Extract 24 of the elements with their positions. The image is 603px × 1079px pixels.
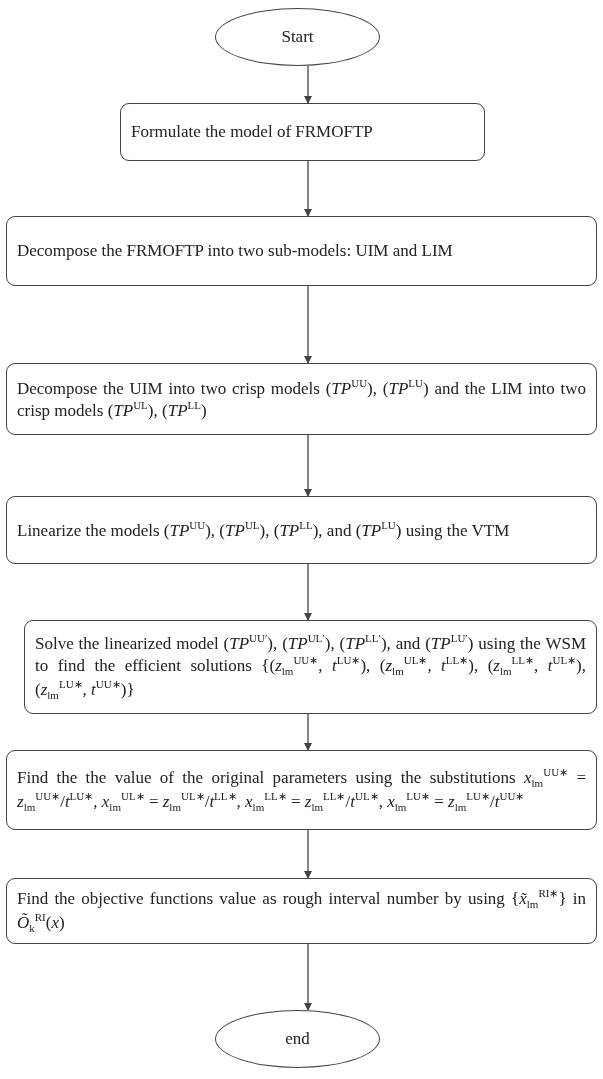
node-text: Decompose the FRMOFTP into two sub-models: UIM and LIM	[17, 240, 454, 262]
process-box	[6, 878, 597, 944]
process-box	[120, 103, 485, 161]
arrow	[304, 563, 312, 621]
process-box	[6, 750, 597, 830]
node-text: Start	[280, 26, 315, 48]
process-box	[6, 363, 597, 435]
node-text: Linearize the models (TP$^{UU}$), (TP$^{UL}$), (TP$^{LL}$), and (TP$^{LU}$) using the VTM	[17, 518, 511, 541]
arrow	[304, 65, 312, 104]
node-text: Find the the value of the original parameters using the substitutions x$_{lm}$$^{UU∗}$ = z$_{lm}$$^{UU∗}$/t$^{LU∗}$, x$_{lm}$$^{UL∗}$ = z$_{lm}$$^{UL∗}$/t$^{LL∗}$, x$_{lm}$$^{LL∗}$ = z$_{lm}$$^{LL∗}$/t$^{UL∗}$, x$_{lm}$$^{LU∗}$ = z$_{lm}$$^{LU∗}$/t$^{UU∗}$	[17, 765, 586, 815]
process-box	[6, 496, 597, 564]
arrow	[304, 285, 312, 364]
process-box	[24, 620, 597, 714]
node-text: end	[284, 1028, 311, 1050]
node-text: Formulate the model of FRMOFTP	[131, 121, 374, 143]
node-text: Find the objective functions value as rough interval number by using {x̃$_{lm}$$^{RI∗}$} in Õ$_{k}$$^{RI}$(x)	[17, 886, 586, 936]
arrow	[304, 829, 312, 879]
arrow	[304, 434, 312, 497]
arrow	[304, 943, 312, 1011]
process-box	[6, 216, 597, 286]
arrow	[304, 713, 312, 751]
arrow	[304, 160, 312, 217]
node-text: Solve the linearized model (TP$^{UU′}$), (TP$^{UL′}$), (TP$^{LL′}$), and (TP$^{LU′}$) using the WSM to find the efficient solutions {(z$_{lm}$$^{UU∗}$, t$^{LU∗}$), (z$_{lm}$$^{UL∗}$, t$^{LL∗}$), (z$_{lm}$$^{LL∗}$, t$^{UL∗}$), (z$_{lm}$$^{LU∗}$, t$^{UU∗}$)}	[35, 631, 586, 703]
node-text: Decompose the UIM into two crisp models (TP$^{UU}$), (TP$^{LU}$) and the LIM into two crisp models (TP$^{UL}$), (TP$^{LL}$)	[17, 376, 586, 422]
